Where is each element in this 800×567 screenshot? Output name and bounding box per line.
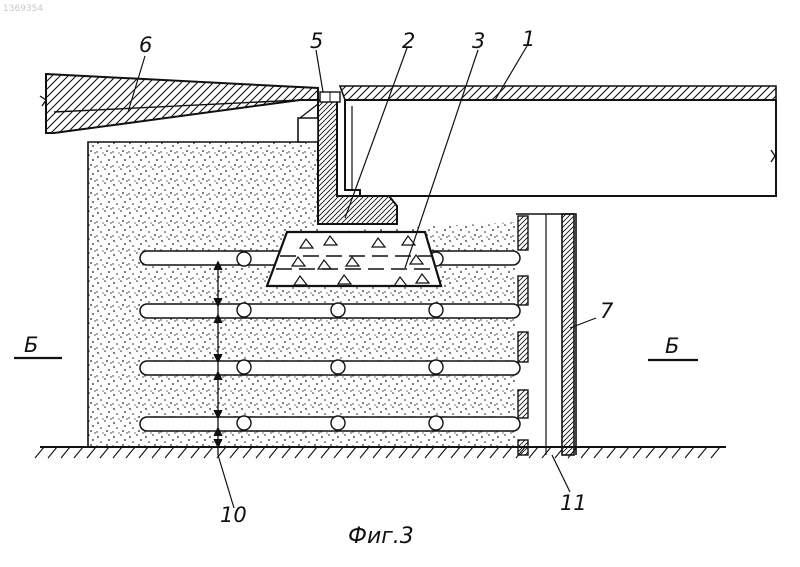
rod-cross-section [237, 416, 251, 430]
label-support: 5 [310, 29, 323, 53]
svg-text:Б: Б [665, 334, 679, 358]
label-ramp: 6 [139, 33, 152, 57]
rod-cross-section [237, 303, 251, 317]
anchor-rod-row [140, 303, 520, 318]
section-mark-right: Б [648, 334, 698, 360]
figure-caption: Фиг.3 [348, 524, 414, 549]
document-number: 1369354 [3, 4, 43, 14]
wall-anchor-block [518, 216, 528, 250]
wall-anchor-block [518, 332, 528, 362]
svg-text:Б: Б [24, 333, 38, 357]
rod-cross-section [237, 252, 251, 266]
anchor-rod-row [140, 416, 520, 431]
rod-cross-section [331, 416, 345, 430]
wall-anchor-block [518, 276, 528, 305]
label-wall: 7 [600, 299, 614, 323]
expansion-joint [320, 92, 340, 102]
rod-cross-section [429, 303, 443, 317]
rod-cross-section [331, 303, 345, 317]
label-cavity: 11 [560, 491, 587, 515]
label-shelf: 2 [402, 29, 415, 53]
ground [35, 447, 726, 458]
section-mark-left: Б [14, 333, 62, 358]
rod-cross-section [429, 416, 443, 430]
retaining-wall [516, 214, 576, 455]
label-block: 3 [472, 29, 485, 53]
wall-anchor-block [518, 390, 528, 418]
wall-anchor-block [518, 440, 528, 455]
rod-cross-section [331, 360, 345, 374]
rod-cross-section [429, 360, 443, 374]
bridge-slab [340, 86, 776, 196]
label-rods: 10 [220, 503, 247, 527]
rod-cross-section [237, 360, 251, 374]
anchor-rod-row [140, 360, 520, 375]
transition-slab [40, 74, 318, 133]
label-slab: 1 [522, 27, 535, 51]
